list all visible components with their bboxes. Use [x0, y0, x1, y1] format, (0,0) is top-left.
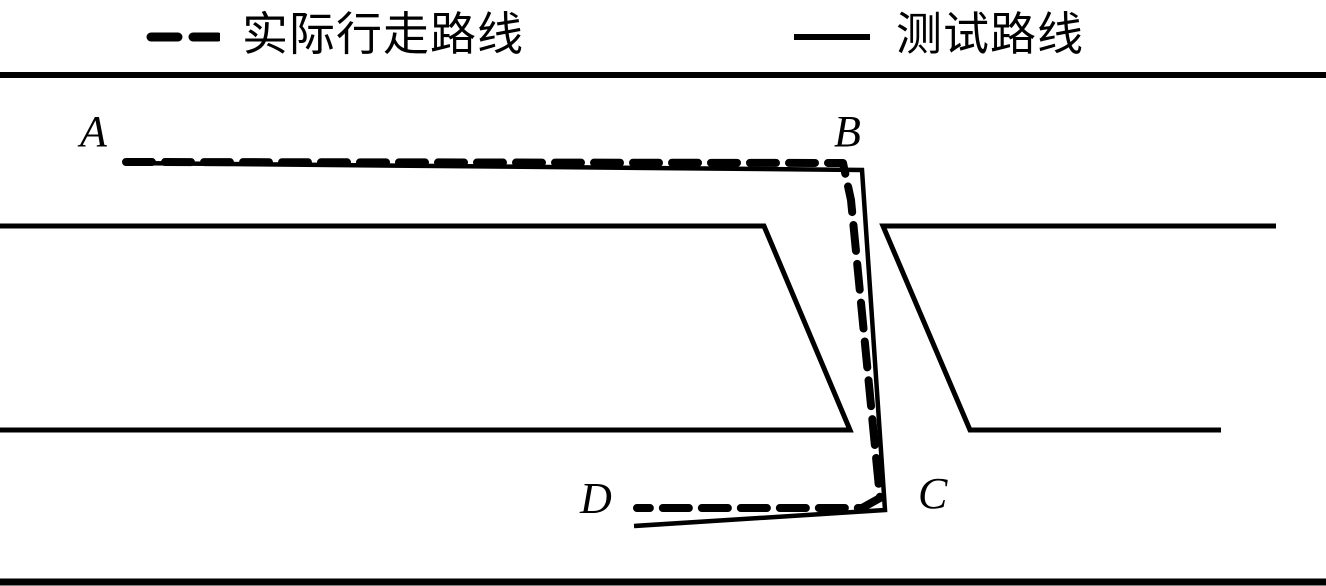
point-label-d: D [579, 474, 612, 523]
legend-label-test-route: 测试路线 [896, 7, 1084, 61]
legend-label-actual-route: 实际行走路线 [242, 7, 524, 61]
point-label-c: C [918, 469, 948, 518]
point-label-a: A [77, 107, 108, 156]
left-road-block [0, 223, 854, 433]
legend: 实际行走路线 测试路线 [0, 0, 1326, 70]
legend-item-test-route: 测试路线 [794, 6, 1084, 62]
point-label-b: B [834, 107, 861, 156]
dashed-line-swatch-icon [146, 32, 220, 42]
test-route-line [123, 160, 888, 529]
right-road-block [879, 223, 1276, 433]
legend-item-actual-route: 实际行走路线 [145, 6, 524, 62]
solid-line-swatch-icon [794, 34, 870, 40]
actual-route-line [122, 158, 884, 512]
